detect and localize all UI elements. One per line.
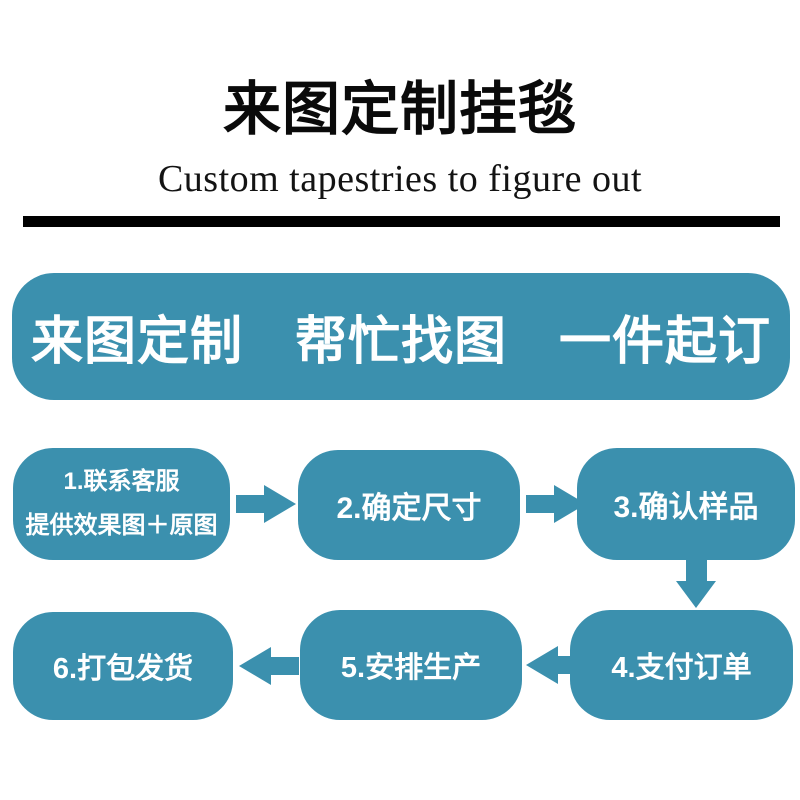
flow-step-pack-ship: 6.打包发货 xyxy=(13,612,233,720)
flow-step-sublabel: 提供效果图＋原图 xyxy=(25,512,218,539)
banner-phrase-min-order: 一件起订 xyxy=(559,313,772,371)
flow-step-label: 1.联系客服 xyxy=(63,467,180,495)
page-title: 来图定制挂毯 xyxy=(222,77,577,142)
flow-step-arrange-production: 5.安排生产 xyxy=(300,610,522,720)
arrow-right-icon xyxy=(236,485,298,523)
flow-step-label: 3.确认样品 xyxy=(613,491,759,524)
flow-step-confirm-size: 2.确定尺寸 xyxy=(298,450,520,560)
arrow-stem xyxy=(236,495,264,513)
arrow-head xyxy=(264,485,296,523)
arrow-stem xyxy=(271,657,299,675)
arrow-left-icon xyxy=(237,647,299,685)
arrow-head xyxy=(526,646,558,684)
flow-step-label: 5.安排生产 xyxy=(340,652,482,684)
flow-step-pay-order: 4.支付订单 xyxy=(570,610,793,720)
flow-step-label: 6.打包发货 xyxy=(52,653,194,685)
flow-step-contact-service: 1.联系客服 提供效果图＋原图 xyxy=(13,448,230,560)
promo-banner: 来图定制 帮忙找图 一件起订 xyxy=(12,273,790,400)
flow-step-label: 4.支付订单 xyxy=(611,652,752,684)
banner-phrase-find-image: 帮忙找图 xyxy=(294,313,507,371)
divider-bar xyxy=(23,216,780,227)
arrow-head xyxy=(239,647,271,685)
page-subtitle: Custom tapestries to figure out xyxy=(157,158,643,200)
banner-phrase-custom: 来图定制 xyxy=(30,313,243,371)
flow-step-label: 2.确定尺寸 xyxy=(336,492,482,525)
arrow-stem xyxy=(526,495,554,513)
flow-step-confirm-sample: 3.确认样品 xyxy=(577,448,795,560)
arrow-down-icon xyxy=(676,558,716,608)
arrow-head xyxy=(676,581,716,608)
arrow-stem xyxy=(686,558,707,581)
arrow-stem xyxy=(558,656,586,674)
arrow-left-icon xyxy=(524,646,586,684)
